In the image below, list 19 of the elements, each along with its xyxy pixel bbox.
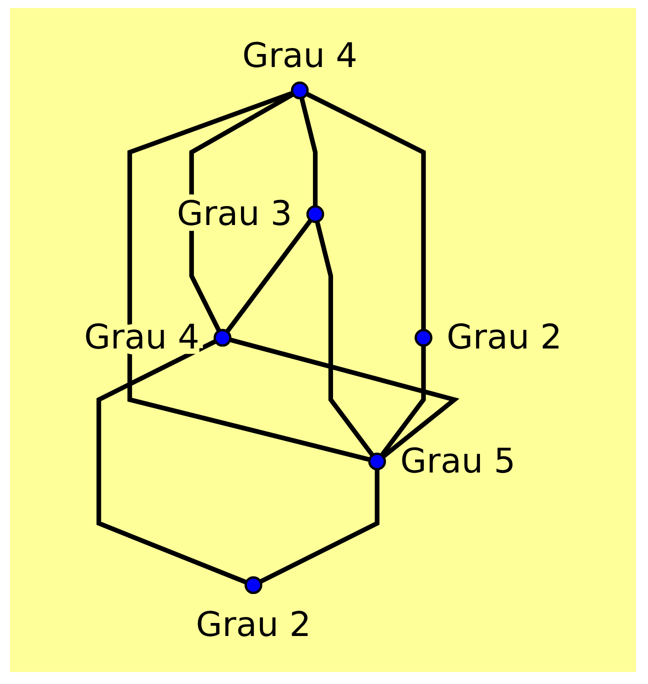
vertex-label: Grau 2 [446,318,562,358]
edge-line [314,221,374,457]
vertex-dot [414,328,432,347]
edge-line [229,338,460,458]
edge-line [259,469,380,584]
vertex-dot [306,205,324,223]
vertex-dot [290,82,309,100]
edge-line [380,346,426,457]
vertex-label: Grau 2 [196,605,311,646]
edge-line [96,339,248,584]
edge-line [127,90,370,462]
edge-line [225,218,312,333]
vertex-label: Grau 5 [400,441,516,482]
vertex-label: Grau 4 [242,36,358,76]
edge-line [299,97,318,206]
vertex-dot [368,452,386,470]
edge-line [306,92,426,330]
vertex-dot [244,576,262,594]
vertex-dot [214,328,232,347]
